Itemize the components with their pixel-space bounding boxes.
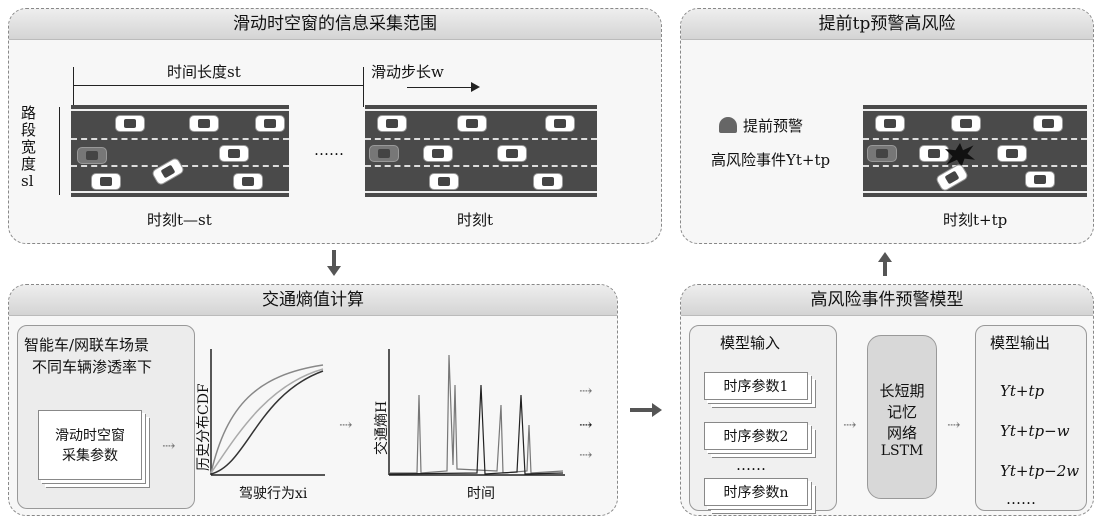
car: [997, 145, 1027, 162]
lstm-line2: 记忆: [886, 403, 917, 421]
car: [369, 145, 399, 162]
small-arrow: ⇢: [579, 381, 593, 400]
entropy-chart: [388, 349, 565, 476]
cdf-xlabel: 驾驶行为xi: [239, 486, 308, 502]
entropy-xlabel: 时间: [467, 486, 495, 502]
panel-title: 滑动时空窗的信息采集范围: [9, 9, 661, 40]
model-output-box: 模型输出 Yt+tp Yt+tp−w Yt+tp−2w ……: [975, 325, 1087, 511]
car: [951, 115, 981, 132]
flow-arrow-right: [630, 408, 652, 412]
car: [533, 173, 563, 190]
panel-title: 高风险事件预警模型: [681, 285, 1093, 316]
output-title: 模型输出: [990, 334, 1051, 352]
car: [875, 115, 905, 132]
small-arrow: ⇢: [339, 415, 353, 434]
flow-arrow-up-head: [878, 252, 892, 262]
road-width-arrow: [59, 107, 60, 195]
road-segment-past: [71, 105, 289, 197]
small-arrow: ⇢: [579, 415, 593, 434]
car: [429, 173, 459, 190]
car: [115, 115, 145, 132]
scenario-box: 智能车/网联车场景 不同车辆渗透率下 滑动时空窗 采集参数 ⇢: [17, 325, 195, 509]
lstm-line1: 长短期: [879, 382, 925, 400]
small-arrow: ⇢: [843, 415, 857, 434]
road-segment-future: [863, 105, 1087, 197]
car: [77, 147, 107, 164]
lstm-line3: 网络: [886, 424, 917, 442]
time-length-label: 时间长度st: [167, 63, 241, 81]
window-params-doc: 滑动时空窗 采集参数: [38, 410, 142, 480]
flow-arrow-down-head: [327, 266, 341, 276]
car: [91, 173, 121, 190]
output-2: Yt+tp−w: [1000, 422, 1070, 440]
scenario-line1: 智能车/网联车场景: [24, 336, 150, 354]
car: [1033, 115, 1063, 132]
seq-ellipsis: ……: [736, 456, 766, 474]
time-length-left-tick: [73, 67, 74, 107]
model-input-box: 模型输入 时序参数1 时序参数2 …… 时序参数n: [689, 325, 837, 511]
output-ellipsis: ……: [1006, 490, 1036, 508]
seq-param-2: 时序参数2: [704, 422, 808, 450]
flow-arrow-up: [883, 262, 887, 276]
car: [919, 145, 949, 162]
cdf-chart: [210, 349, 325, 476]
slide-step-label: 滑动步长w: [371, 63, 444, 81]
panel-entropy-calc: 交通熵值计算 智能车/网联车场景 不同车辆渗透率下 滑动时空窗 采集参数 ⇢ 历…: [8, 284, 618, 516]
output-3: Yt+tp−2w: [1000, 462, 1080, 480]
car: [423, 145, 453, 162]
car: [867, 145, 897, 162]
car: [497, 145, 527, 162]
ellipsis: ……: [314, 141, 344, 159]
window-line1: 滑动时空窗: [55, 428, 125, 444]
cdf-ylabel: 历史分布CDF: [196, 383, 212, 471]
car: [189, 115, 219, 132]
panel-info-collection: 滑动时空窗的信息采集范围 时间长度st 滑动步长w 路段宽度sl ……: [8, 8, 662, 244]
small-arrow: ⇢: [162, 436, 176, 455]
scenario-line2: 不同车辆渗透率下: [32, 358, 153, 376]
input-title: 模型输入: [720, 334, 781, 352]
window-line2: 采集参数: [62, 448, 118, 464]
warn-line2: 高风险事件Yt+tp: [711, 151, 831, 169]
slide-step-arrowhead: [471, 82, 480, 92]
car: [545, 115, 575, 132]
moment-future-label: 时刻t+tp: [943, 211, 1008, 229]
car: [233, 173, 263, 190]
time-length-right-tick: [363, 67, 364, 107]
moment-past-label: 时刻t—st: [147, 211, 212, 229]
output-1: Yt+tp: [1000, 382, 1045, 400]
panel-title: 提前tp预警高风险: [681, 9, 1093, 40]
road-width-label: 路段宽度sl: [21, 104, 37, 190]
car: [219, 145, 249, 162]
alarm-icon: [719, 117, 737, 133]
moment-now-label: 时刻t: [457, 211, 494, 229]
car: [150, 156, 186, 187]
panel-early-warning: 提前tp预警高风险 提前预警 高风险事件Yt+tp 时刻t+tp: [680, 8, 1094, 244]
panel-title: 交通熵值计算: [9, 285, 617, 316]
slide-step-arrow: [407, 87, 473, 88]
road-segment-now: [365, 105, 597, 197]
car: [255, 115, 285, 132]
seq-param-1: 时序参数1: [704, 372, 808, 400]
car: [377, 115, 407, 132]
warn-line1: 提前预警: [743, 117, 804, 135]
small-arrow: ⇢: [947, 415, 961, 434]
small-arrow: ⇢: [579, 445, 593, 464]
entropy-ylabel: 交通熵H: [374, 400, 390, 455]
flow-arrow-right-head: [652, 403, 662, 417]
flow-arrow-down: [332, 250, 336, 266]
panel-warning-model: 高风险事件预警模型 模型输入 时序参数1 时序参数2 …… 时序参数n ⇢ 长短…: [680, 284, 1094, 516]
car: [934, 162, 970, 193]
car: [457, 115, 487, 132]
seq-param-n: 时序参数n: [704, 478, 808, 506]
lstm-line4: LSTM: [880, 443, 924, 459]
lstm-box: 长短期 记忆 网络 LSTM: [867, 335, 937, 499]
car: [1025, 171, 1055, 188]
time-length-arrow: [73, 85, 363, 86]
